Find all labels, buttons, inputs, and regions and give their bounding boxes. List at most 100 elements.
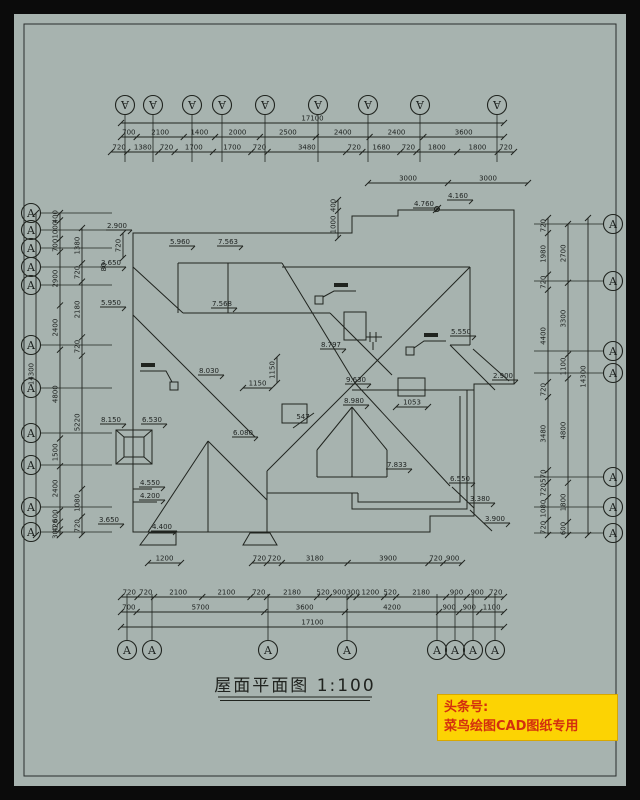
dimension-value: 720 [252,589,265,597]
axis-bubble-letter: A [608,527,618,540]
elevation-label: 3.900 [485,515,505,523]
chimney [115,429,153,465]
roof-plan-geometry [115,204,515,701]
dimension-value: 720 [499,144,512,152]
dimension-value: 2180 [412,589,430,597]
note-label: 547 [296,413,309,421]
dimension-value: 720 [540,219,548,232]
axis-bubble [116,639,138,661]
axis-bubble-letter: A [608,345,618,358]
drawing-title: 屋面平面图 1:100 [214,676,375,696]
dimension-value: 4800 [560,422,568,440]
watermark-line1: 头条号: [444,700,489,715]
dimension-value: 720 [74,340,82,353]
axis-bubble [486,94,508,116]
axis-bubble-letter: A [26,207,36,220]
dimension-value: 2100 [217,589,235,597]
axis-bubble-letter: A [415,98,425,111]
dimension-value: 900 [333,589,346,597]
dimension-value: 3300 [560,310,568,328]
axis-bubble [20,377,42,399]
axis-bubble [254,94,276,116]
dimension-value: 1700 [223,144,241,152]
dimension-value: 1700 [185,144,203,152]
axis-bubble [257,639,279,661]
axis-bubble-letter: A [363,98,373,111]
dimension-value: 1100 [560,358,568,376]
watermark-line2: 菜鸟绘图CAD图纸专用 [444,719,579,734]
dimension-value: 600 [560,522,568,535]
dimension-value: 1800 [469,144,487,152]
dimension-value: 1000 [52,221,60,239]
dimension-value: 900 [470,589,483,597]
dimension-value: 1200 [156,555,174,563]
dimension-value: 720 [253,144,266,152]
axis-bubble-letter: A [26,526,36,539]
dimension-value: 720 [540,521,548,534]
dimension-value: 900 [463,604,476,612]
axis-bubble [602,466,624,488]
dimension-value: 400 [52,210,60,223]
dimension-value: 1500 [52,443,60,461]
watermark-badge: 头条号: 菜鸟绘图CAD图纸专用 [437,694,618,741]
dimension-value: 3180 [306,555,324,563]
axis-bubble-letter: A [450,644,460,657]
dimension-value: 2700 [560,244,568,262]
axis-bubble [336,639,358,661]
dimension-value: 1150 [269,361,277,379]
dimension-value: 720 [123,589,136,597]
skylights [281,311,426,424]
axis-bubble [141,639,163,661]
axis-bubble [357,94,379,116]
axis-bubble-letter: A [26,279,36,292]
dimension-value: 17100 [301,115,323,123]
dimension-value: 300 [346,589,359,597]
roof-hip-valley-lines [132,262,510,533]
elevation-label: 3.650 [101,259,121,267]
elevation-label: 8.797 [321,341,341,349]
dimension-value: 1380 [134,144,152,152]
dimension-value: 720 [540,276,548,289]
dimension-value: 2180 [283,589,301,597]
axis-bubble-letter: A [217,98,227,111]
dimension-value: 5220 [74,413,82,431]
axis-bubble [602,340,624,362]
dimension-value: 1053 [403,399,421,407]
eave-returns [139,532,278,546]
dimension-value: 3600 [455,129,473,137]
dimension-value: 4400 [540,327,548,345]
dimension-value: 1200 [361,589,379,597]
dimension-value: 2900 [52,270,60,288]
dimension-value: 900 [446,555,459,563]
dimension-value: 1400 [190,129,208,137]
dimension-value: 1100 [483,604,501,612]
axis-bubble-letter: A [260,98,270,111]
dimension-value: 3000 [479,175,497,183]
elevation-label: 8.980 [344,397,364,405]
axis-bubble [20,454,42,476]
axis-bubble [462,639,484,661]
axis-bubble [114,94,136,116]
axis-bubble [20,496,42,518]
axis-bubble-letter: A [26,501,36,514]
axis-bubble-letter: A [147,644,157,657]
elevation-label: 4.550 [140,479,160,487]
dimension-value: 14300 [580,365,588,387]
dimension-value: 2400 [52,480,60,498]
dimension-value: 300 [52,526,60,539]
dimension-value: 3480 [540,425,548,443]
dimension-value: 600 [52,509,60,522]
axis-bubble [484,639,506,661]
dimension-value: 2180 [74,301,82,319]
elevation-label: 7.563 [218,238,238,246]
elevation-label: 3.380 [470,495,490,503]
title-underline [218,696,372,701]
slope-mark [366,332,382,350]
dimension-value: 700 [122,604,135,612]
dimension-value: 520 [383,589,396,597]
dimension-value: 2400 [388,129,406,137]
axis-bubble-letter: A [26,339,36,352]
